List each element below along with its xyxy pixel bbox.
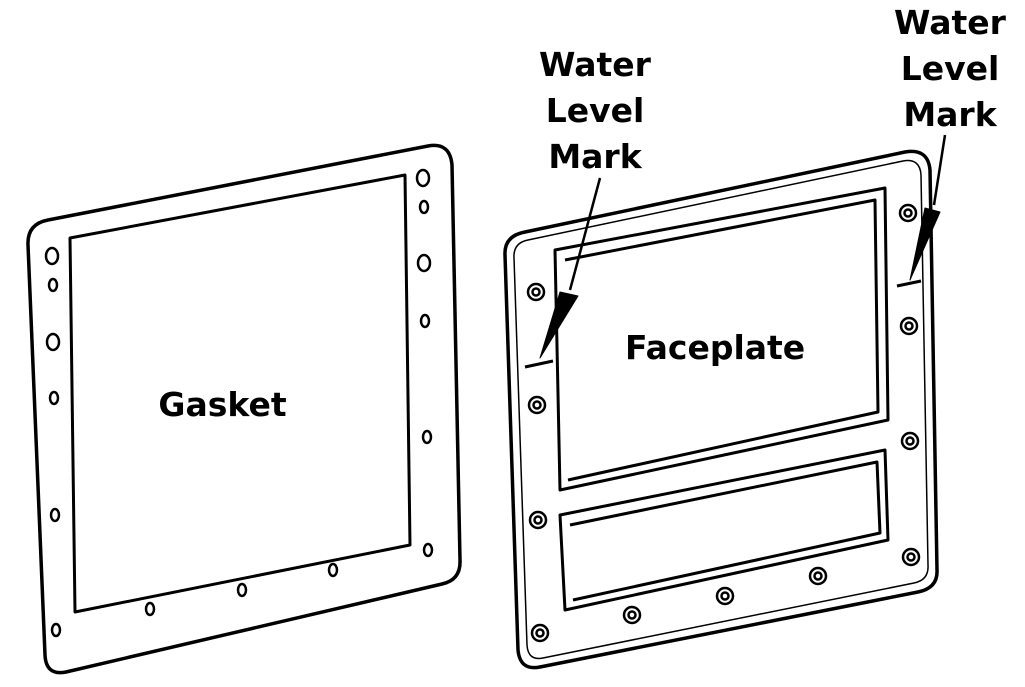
label-line: Water	[539, 45, 651, 84]
faceplate-inner-edge	[513, 159, 929, 660]
label-line: Water	[894, 3, 1006, 42]
gasket-holes	[44, 168, 434, 638]
gasket-window	[68, 173, 412, 614]
water-level-mark-right-pointer	[896, 134, 947, 288]
faceplate-upper-window	[553, 186, 890, 492]
faceplate-holes	[526, 203, 921, 643]
gasket-outer-edge	[26, 143, 462, 675]
label-line: Mark	[903, 95, 997, 134]
water-level-mark-right-label: Water Level Mark	[885, 0, 1015, 138]
water-level-mark-left-pointer	[524, 177, 602, 369]
faceplate-outer-edge	[503, 149, 939, 670]
label-line: Level	[545, 91, 645, 130]
faceplate-part	[503, 149, 939, 670]
faceplate-label: Faceplate	[625, 328, 806, 367]
gasket-part	[26, 143, 462, 675]
label-line: Level	[900, 49, 1000, 88]
faceplate-lower-window	[558, 448, 890, 612]
water-level-mark-left-label: Water Level Mark	[530, 42, 660, 180]
label-line: Mark	[548, 137, 642, 176]
gasket-label: Gasket	[158, 385, 287, 424]
